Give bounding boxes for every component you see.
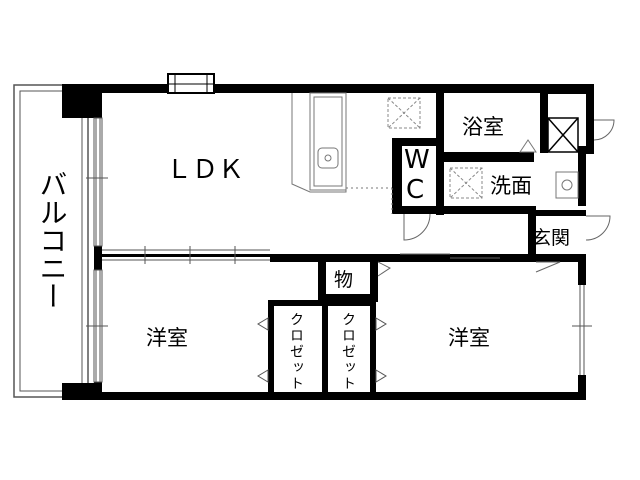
washer-space <box>449 167 483 199</box>
closet-doors <box>257 317 387 383</box>
bath-door-triangle <box>519 139 537 153</box>
bath-fixture <box>547 117 579 153</box>
storage-label: 物 <box>334 269 353 291</box>
sliding-partition <box>102 246 270 264</box>
top-window <box>167 73 215 94</box>
right-window <box>572 285 592 375</box>
balcony-label: バルコニー <box>36 170 69 310</box>
kitchen <box>291 92 393 214</box>
washroom-label: 洗面 <box>490 174 532 198</box>
doors <box>377 119 615 277</box>
washbasin <box>555 171 579 199</box>
closet-left-label: クロゼット <box>288 312 304 392</box>
western-room-right-label: 洋室 <box>448 326 490 350</box>
entrance-label: 玄関 <box>532 227 570 249</box>
western-room-left-label: 洋室 <box>146 326 188 350</box>
wc-label-w: W <box>404 145 430 175</box>
balcony-windows <box>86 117 108 383</box>
closet-right-label: クロゼット <box>340 312 356 392</box>
bath-label: 浴室 <box>462 115 504 139</box>
wc-label-c: C <box>406 175 424 205</box>
balcony-area <box>13 84 89 398</box>
fridge-space <box>387 97 421 129</box>
ldk-label: ＬＤＫ <box>166 155 244 185</box>
